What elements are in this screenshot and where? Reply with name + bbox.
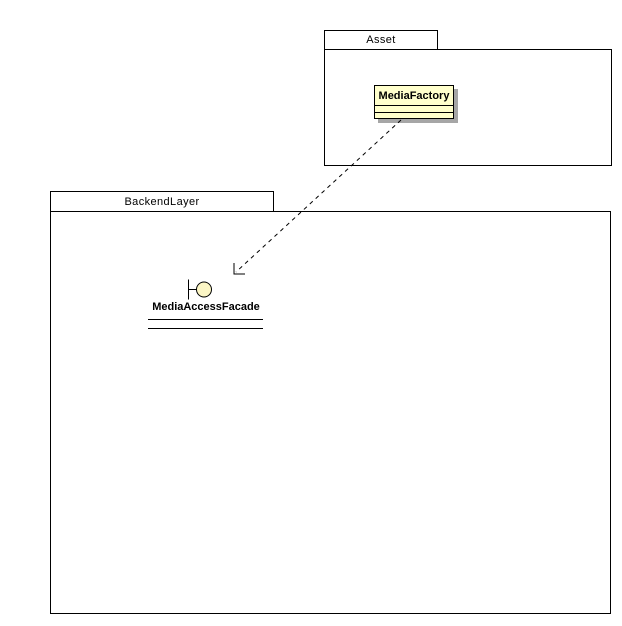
- package-backendlayer-body[interactable]: [50, 211, 611, 614]
- package-backendlayer-label: BackendLayer: [124, 195, 200, 208]
- package-asset-tab[interactable]: Asset: [324, 30, 438, 50]
- class-media-factory[interactable]: MediaFactory: [374, 85, 454, 119]
- class-media-factory-attributes-compartment: [375, 105, 453, 112]
- package-asset-label: Asset: [366, 34, 396, 46]
- package-asset-body[interactable]: [324, 49, 612, 166]
- package-backendlayer-tab[interactable]: BackendLayer: [50, 191, 274, 212]
- class-media-factory-operations-compartment: [375, 112, 453, 119]
- interface-media-access-facade-label: MediaAccessFacade: [152, 301, 260, 313]
- class-media-factory-name: MediaFactory: [378, 89, 450, 102]
